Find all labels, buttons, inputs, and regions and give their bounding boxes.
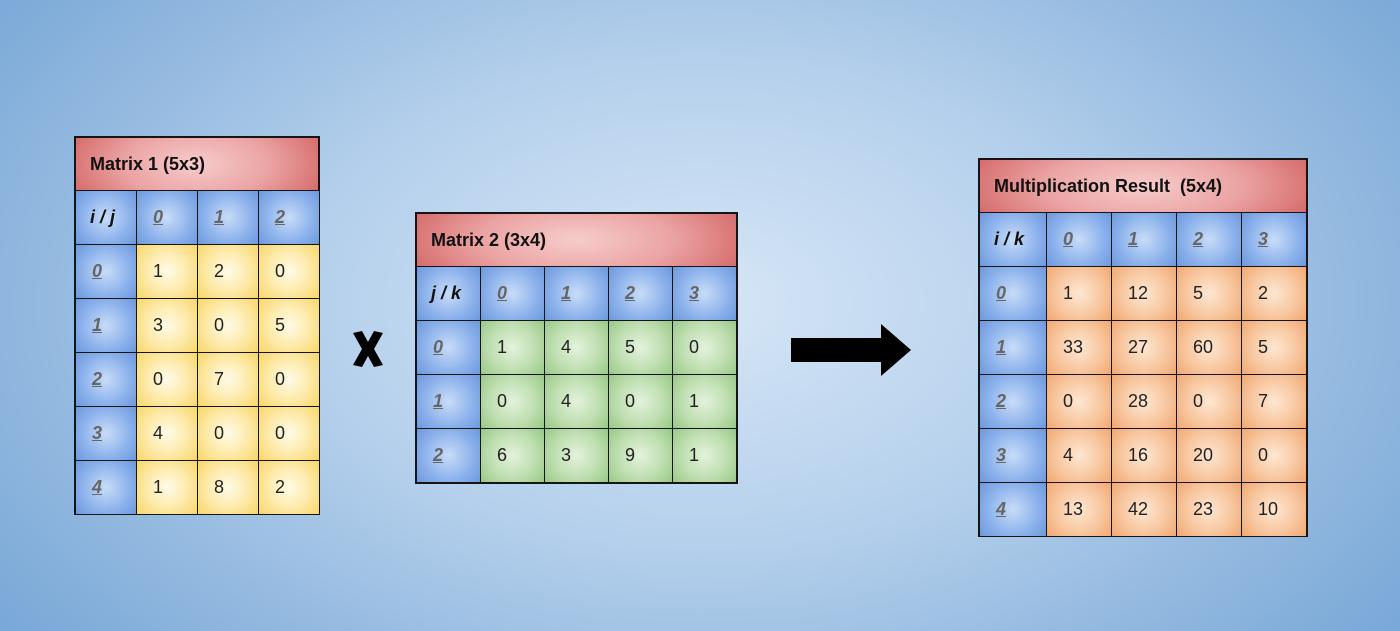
result-cell: 0 [1047,375,1111,428]
result-matrix-grid: i / k 0 1 2 3 0 1 12 5 2 1 33 27 60 5 2 … [980,213,1306,536]
matrix-2-corner-label: j / k [417,267,480,320]
matrix-2-cell: 4 [545,375,608,428]
matrix-2-table: Matrix 2 (3x4) j / k 0 1 2 3 0 1 4 5 0 1… [415,212,738,484]
matrix-2-col-header: 2 [609,267,672,320]
matrix-2-row-header: 1 [417,375,480,428]
matrix-2-cell: 1 [673,429,736,482]
result-cell: 27 [1112,321,1176,374]
result-cell: 23 [1177,483,1241,536]
result-cell: 20 [1177,429,1241,482]
matrix-1-cell: 3 [137,299,197,352]
result-col-header: 2 [1177,213,1241,266]
matrix-1-row-header: 2 [76,353,136,406]
result-cell: 1 [1047,267,1111,320]
result-cell: 4 [1047,429,1111,482]
result-cell: 10 [1242,483,1306,536]
matrix-2-cell: 0 [609,375,672,428]
matrix-1-cell: 0 [259,353,319,406]
result-col-header: 1 [1112,213,1176,266]
matrix-2-cell: 4 [545,321,608,374]
result-row-header: 0 [980,267,1046,320]
matrix-1-row-header: 3 [76,407,136,460]
matrix-1-cell: 1 [137,245,197,298]
matrix-1-cell: 5 [259,299,319,352]
result-row-header: 1 [980,321,1046,374]
matrix-2-cell: 0 [481,375,544,428]
result-cell: 7 [1242,375,1306,428]
matrix-2-cell: 5 [609,321,672,374]
matrix-1-cell: 0 [259,245,319,298]
result-cell: 33 [1047,321,1111,374]
matrix-1-cell: 2 [198,245,258,298]
matrix-1-cell: 4 [137,407,197,460]
matrix-2-grid: j / k 0 1 2 3 0 1 4 5 0 1 0 4 0 1 2 6 3 … [417,267,736,482]
matrix-1-cell: 0 [137,353,197,406]
result-cell: 13 [1047,483,1111,536]
matrix-2-cell: 3 [545,429,608,482]
matrix-2-cell: 6 [481,429,544,482]
matrix-1-col-header: 2 [259,191,319,244]
matrix-1-title: Matrix 1 (5x3) [76,138,318,191]
result-cell: 0 [1242,429,1306,482]
matrix-2-row-header: 0 [417,321,480,374]
result-cell: 16 [1112,429,1176,482]
matrix-1-cell: 8 [198,461,258,514]
matrix-2-cell: 0 [673,321,736,374]
result-col-header: 3 [1242,213,1306,266]
matrix-2-col-header: 0 [481,267,544,320]
matrix-1-cell: 7 [198,353,258,406]
multiply-icon [353,331,383,367]
matrix-1-table: Matrix 1 (5x3) i / j 0 1 2 0 1 2 0 1 3 0… [74,136,320,515]
result-matrix-title: Multiplication Result (5x4) [980,160,1306,213]
matrix-2-cell: 1 [481,321,544,374]
result-cell: 42 [1112,483,1176,536]
matrix-1-row-header: 4 [76,461,136,514]
matrix-2-title: Matrix 2 (3x4) [417,214,736,267]
matrix-1-cell: 0 [259,407,319,460]
matrix-1-row-header: 0 [76,245,136,298]
matrix-1-cell: 0 [198,407,258,460]
matrix-2-cell: 9 [609,429,672,482]
result-cell: 0 [1177,375,1241,428]
arrow-right-icon [791,324,911,376]
result-cell: 28 [1112,375,1176,428]
result-cell: 2 [1242,267,1306,320]
result-matrix-table: Multiplication Result (5x4) i / k 0 1 2 … [978,158,1308,537]
result-row-header: 4 [980,483,1046,536]
matrix-1-col-header: 1 [198,191,258,244]
result-cell: 60 [1177,321,1241,374]
matrix-1-corner-label: i / j [76,191,136,244]
result-corner-label: i / k [980,213,1046,266]
result-cell: 5 [1242,321,1306,374]
result-cell: 5 [1177,267,1241,320]
matrix-1-cell: 2 [259,461,319,514]
matrix-2-col-header: 3 [673,267,736,320]
result-cell: 12 [1112,267,1176,320]
matrix-1-row-header: 1 [76,299,136,352]
matrix-2-row-header: 2 [417,429,480,482]
matrix-1-cell: 1 [137,461,197,514]
result-row-header: 2 [980,375,1046,428]
matrix-2-cell: 1 [673,375,736,428]
matrix-2-col-header: 1 [545,267,608,320]
matrix-1-cell: 0 [198,299,258,352]
matrix-1-grid: i / j 0 1 2 0 1 2 0 1 3 0 5 2 0 7 0 3 4 … [76,191,319,514]
result-col-header: 0 [1047,213,1111,266]
result-row-header: 3 [980,429,1046,482]
matrix-1-col-header: 0 [137,191,197,244]
